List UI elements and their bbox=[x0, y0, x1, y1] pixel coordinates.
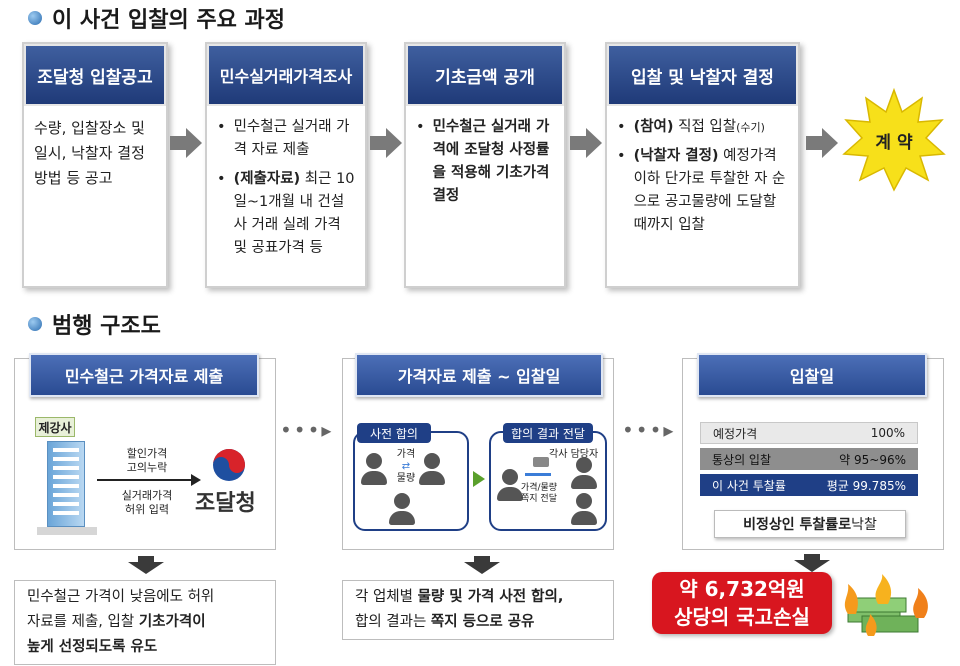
panel-title: 가격자료 제출 ~ 입찰일 bbox=[355, 353, 603, 397]
arrow-right-icon bbox=[806, 128, 838, 158]
list-item: •민수철근 실거래 가격에 조달청 사정률을 적용해 기초가격 결정 bbox=[416, 119, 550, 204]
arrow-head-icon bbox=[191, 474, 201, 486]
step-title: 민수실거래가격조사 bbox=[207, 44, 365, 106]
starburst-icon bbox=[842, 87, 946, 192]
section-title-process: 이 사건 입찰의 주요 과정 bbox=[28, 2, 285, 34]
taegeuk-icon bbox=[211, 447, 247, 483]
arrow-right-icon bbox=[570, 128, 602, 158]
panel-title: 민수철근 가격자료 제출 bbox=[29, 353, 259, 397]
bullet-dot-icon bbox=[28, 317, 42, 331]
company-tag: 제강사 bbox=[35, 417, 75, 437]
down-arrow-icon bbox=[474, 556, 490, 562]
step-title: 기초금액 공개 bbox=[406, 44, 564, 106]
each-company-staff: 각사 담당자 bbox=[549, 449, 599, 460]
contract-label: 계 약 bbox=[875, 133, 913, 153]
down-arrow-icon bbox=[128, 562, 164, 574]
abnormal-rate-footer: 비정상인 투찰률로 낙찰 bbox=[714, 510, 906, 538]
bullet-dot-icon bbox=[28, 11, 42, 25]
panel-title: 입찰일 bbox=[697, 353, 927, 397]
step-card-2: 민수실거래가격조사 •민수철근 실거래 가격 자료 제출 •(제출자료) 최근 … bbox=[205, 42, 367, 288]
blue-arrow-icon bbox=[525, 473, 551, 476]
step-card-4: 입찰 및 낙찰자 결정 •(참여) 직접 입찰(수기) •(낙찰자 결정) 예정… bbox=[605, 42, 800, 288]
arrow-right-icon bbox=[170, 128, 202, 158]
result-delivery-label: 합의 결과 전달 bbox=[503, 423, 593, 443]
dotted-arrow: •••▸ bbox=[280, 418, 334, 442]
burning-money-icon bbox=[838, 574, 938, 640]
down-arrow-icon bbox=[804, 554, 820, 560]
green-arrow-icon bbox=[473, 471, 485, 487]
down-arrow-icon bbox=[138, 556, 154, 562]
panel-bid-period: 가격자료 제출 ~ 입찰일 사전 합의 가격⇄물량 합의 결과 전달 각사 담당… bbox=[342, 353, 614, 550]
person-icon bbox=[497, 469, 523, 501]
arrow-line bbox=[97, 479, 193, 481]
person-icon bbox=[571, 457, 597, 489]
envelope-icon bbox=[533, 457, 549, 467]
note-false-data: 민수철근 가격이 낮음에도 허위 자료를 제출, 입찰 기초가격이 높게 선정되… bbox=[14, 580, 276, 665]
section-title-structure: 범행 구조도 bbox=[28, 308, 161, 340]
agreement-labels: 가격⇄물량 bbox=[396, 449, 416, 484]
person-icon bbox=[571, 493, 597, 525]
agency-name: 조달청 bbox=[195, 491, 256, 516]
step-body: 수량, 입찰장소 및 일시, 낙찰자 결정 방법 등 공고 bbox=[34, 119, 145, 187]
down-arrow-icon bbox=[794, 560, 830, 572]
down-arrow-icon bbox=[464, 562, 500, 574]
note-prior-agreement: 각 업체별 물량 및 가격 사전 합의, 합의 결과는 쪽지 등으로 공유 bbox=[342, 580, 614, 640]
list-item: •(제출자료) 최근 10일~1개월 내 건설사 거래 실례 가격 및 공표가격… bbox=[217, 171, 355, 256]
person-icon bbox=[389, 493, 415, 525]
national-loss-box: 약 6,732억원 상당의 국고손실 bbox=[652, 572, 832, 634]
step-card-1: 조달청 입찰공고 수량, 입찰장소 및 일시, 낙찰자 결정 방법 등 공고 bbox=[22, 42, 168, 288]
step-title: 조달청 입찰공고 bbox=[24, 44, 166, 106]
contract-starburst: 계 약 bbox=[842, 87, 946, 192]
dotted-arrow: •••▸ bbox=[622, 418, 676, 442]
arrow-right-icon bbox=[370, 128, 402, 158]
list-item: •민수철근 실거래 가격 자료 제출 bbox=[217, 119, 350, 158]
building-base bbox=[37, 527, 97, 535]
list-item: •(참여) 직접 입찰(수기) bbox=[617, 119, 765, 135]
list-item: •(낙찰자 결정) 예정가격 이하 단가로 투찰한 자 순으로 공고물량에 도달… bbox=[617, 148, 786, 233]
step-title: 입찰 및 낙찰자 결정 bbox=[607, 44, 798, 106]
building-icon bbox=[47, 441, 85, 527]
person-icon bbox=[419, 453, 445, 485]
prior-agreement-label: 사전 합의 bbox=[357, 423, 431, 443]
person-icon bbox=[361, 453, 387, 485]
step-card-3: 기초금액 공개 •민수철근 실거래 가격에 조달청 사정률을 적용해 기초가격 … bbox=[404, 42, 566, 288]
